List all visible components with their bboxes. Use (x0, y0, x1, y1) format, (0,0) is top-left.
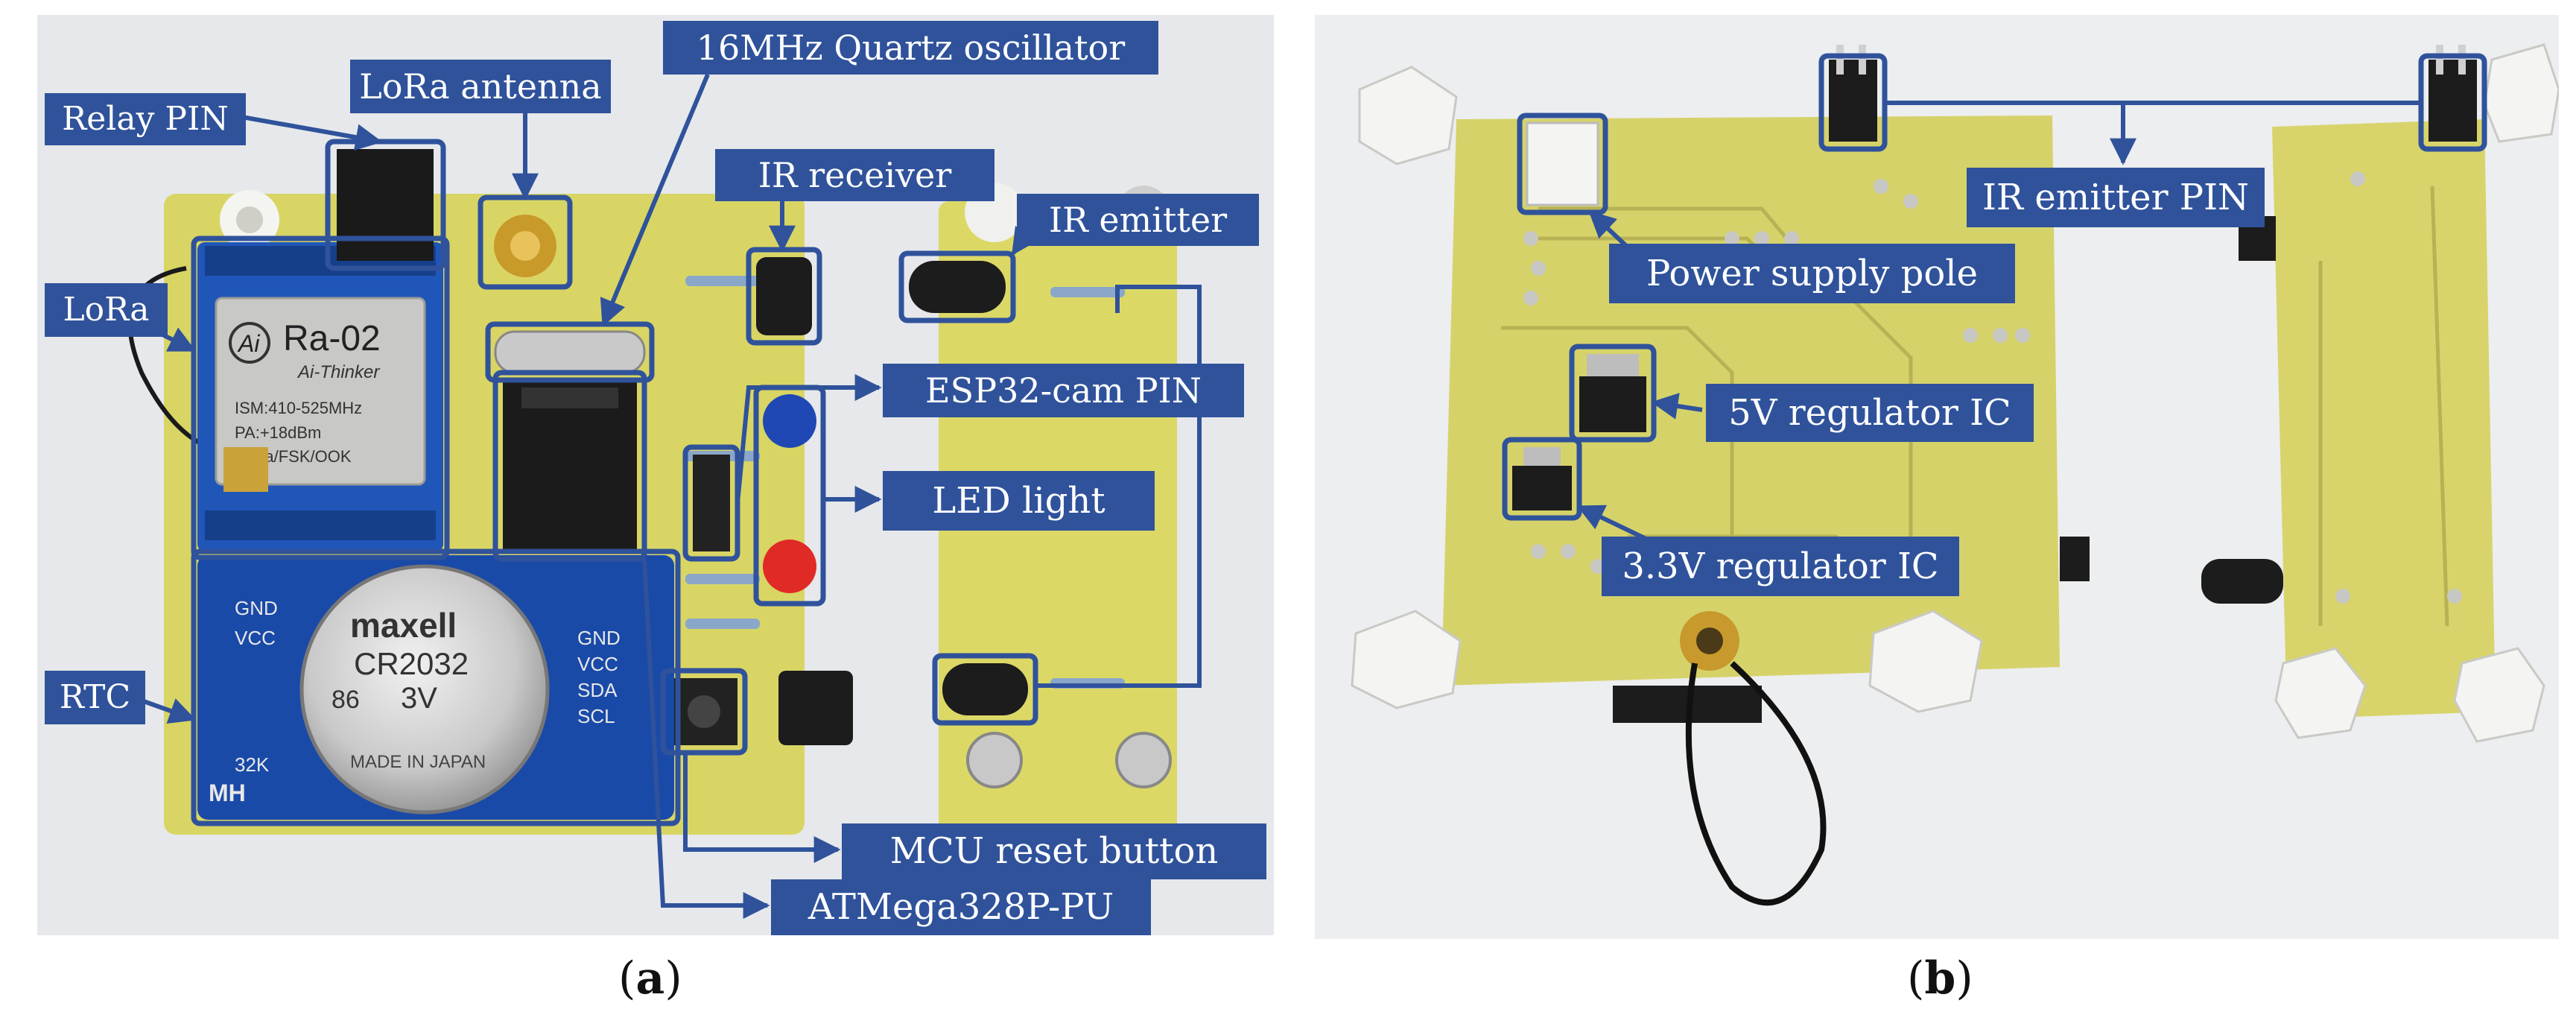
ai-thinker-text: Ai-Thinker (296, 362, 380, 382)
made-in-japan-text: MADE IN JAPAN (350, 752, 486, 772)
label-ir-emitter: IR emitter (1017, 194, 1259, 246)
panel-a: Ai Ra-02 Ai-Thinker ISM:410-525MHz PA:+1… (37, 15, 1274, 935)
standoff (1868, 610, 1983, 713)
mh-text: MH (209, 780, 246, 806)
esp32-header (693, 455, 730, 551)
panel-b: IR emitter PIN Power supply pole 5V regu… (1315, 15, 2559, 939)
rtc-32k: 32K (235, 753, 270, 776)
lora-highlight (191, 235, 450, 560)
rtc-vcc-right: VCC (577, 653, 618, 675)
maxell-text: maxell (350, 606, 457, 645)
ai-logo-text: Ai (237, 330, 260, 357)
rtc-highlight (191, 548, 681, 826)
pin-header (2429, 60, 2477, 142)
relay-highlight (325, 139, 446, 271)
power-pole-highlight (1517, 113, 1608, 215)
emitter-strip-pcb (2272, 119, 2496, 719)
label-relay-pin: Relay PIN (45, 93, 246, 145)
standoff (2453, 647, 2545, 743)
standoff (2483, 43, 2559, 143)
rtc-scl: SCL (577, 705, 615, 727)
ism-text: ISM:410-525MHz (235, 399, 362, 417)
reg33-highlight (1502, 437, 1582, 521)
caption-a-letter: a (635, 952, 665, 1005)
label-atmega: ATMega328P-PU (771, 879, 1151, 935)
caption-b: (b) (1907, 952, 1973, 1005)
rtc-sda: SDA (577, 679, 618, 701)
label-lora-antenna: LoRa antenna (350, 60, 611, 113)
quartz-crystal (494, 330, 646, 374)
label-ir-receiver: IR receiver (715, 149, 994, 201)
caption-a: (a) (618, 952, 682, 1005)
ra02-text: Ra-02 (283, 319, 381, 358)
ir-emitter-part (942, 663, 1028, 715)
standoff (1358, 66, 1458, 165)
hex-nut (1115, 732, 1172, 788)
5v-regulator (1579, 376, 1646, 432)
atmega-highlight (492, 370, 647, 562)
blue-led (763, 394, 816, 448)
red-led (763, 540, 816, 593)
caption-b-letter: b (1924, 952, 1956, 1005)
power-connector (1526, 121, 1599, 206)
pin-header (1829, 60, 1877, 142)
standoff (2274, 647, 2367, 739)
label-led: LED light (883, 471, 1155, 531)
label-lora: LoRa (45, 283, 168, 337)
volt-text: 3V (401, 682, 437, 715)
label-ir-emitter-pin: IR emitter PIN (1967, 168, 2265, 227)
label-5v-regulator: 5V regulator IC (1706, 384, 2034, 442)
label-mcu-reset: MCU reset button (842, 823, 1266, 879)
rtc-vcc-left: VCC (235, 627, 276, 649)
label-esp32: ESP32-cam PIN (883, 364, 1244, 417)
coin-cell (299, 564, 550, 815)
hex-nut (966, 732, 1023, 788)
atmega-chip (503, 380, 637, 551)
quartz-highlight (485, 321, 655, 383)
batch-text: 86 (331, 686, 360, 714)
reset-highlight (660, 668, 748, 756)
ir-emitter-part (909, 261, 1006, 313)
label-power-supply: Power supply pole (1609, 244, 2015, 303)
standoff (1351, 610, 1462, 709)
rtc-gnd-right: GND (577, 627, 621, 649)
ir-receiver-part (756, 257, 812, 335)
3v3-regulator (1512, 466, 1572, 510)
ir-emitter-highlight-top (898, 250, 1016, 323)
ir-emitter-highlight-bottom (932, 653, 1038, 726)
label-3v3-regulator: 3.3V regulator IC (1602, 537, 1959, 596)
panel-b-photo (1315, 15, 2559, 939)
rtc-gnd-left: GND (235, 597, 278, 619)
label-quartz: 16MHz Quartz oscillator (663, 21, 1158, 75)
relay-connector (337, 149, 434, 261)
pa-text: PA:+18dBm (235, 423, 321, 442)
label-rtc: RTC (45, 671, 145, 724)
cr2032-text: CR2032 (354, 646, 469, 681)
